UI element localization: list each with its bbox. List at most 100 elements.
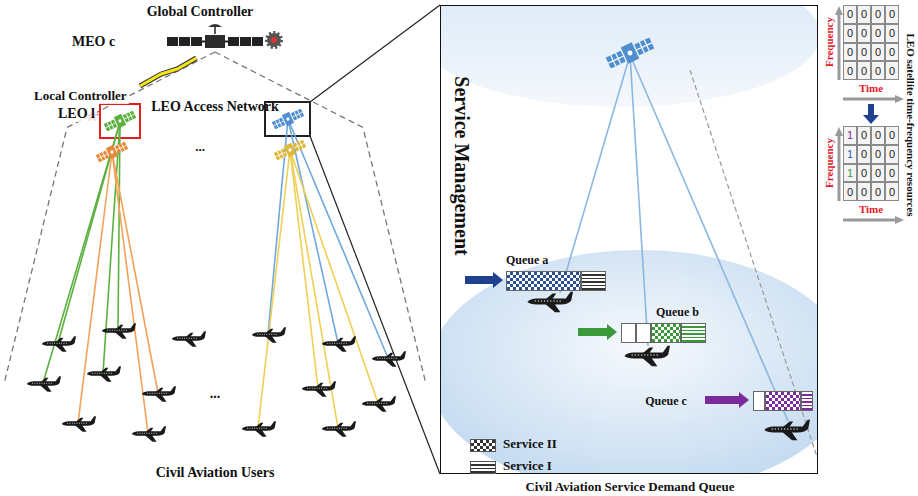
rect-shape (191, 37, 202, 46)
queue-box: Queue c (753, 391, 813, 411)
grid-cell: 0 (857, 126, 871, 145)
node-heading: Queue c (645, 394, 687, 409)
coverage-lines (4, 52, 426, 384)
meo-satellite (167, 24, 281, 48)
queue-arrow (705, 392, 749, 408)
zoom-lines (310, 5, 440, 474)
use-shape (95, 140, 129, 164)
grid-value: 0 (861, 27, 867, 39)
use-shape (322, 336, 356, 351)
grid-cell: 0 (843, 182, 857, 201)
line-shape (225, 41, 228, 43)
transition-arrow (863, 104, 879, 124)
queue-box: Queue b (621, 323, 706, 343)
grid-value: 0 (889, 186, 895, 198)
use-shape (103, 109, 137, 133)
use-shape (42, 336, 76, 351)
line-shape (690, 70, 817, 460)
grid-value: 0 (889, 129, 895, 141)
axis-label: Time (859, 203, 883, 215)
grid-value: 0 (889, 46, 895, 58)
use-shape (252, 327, 286, 342)
grid-cell: 0 (885, 43, 899, 62)
grid-cell: 0 (857, 24, 871, 43)
grid-value: 0 (875, 167, 881, 179)
line-shape (202, 41, 205, 43)
grid-cell: 0 (857, 61, 871, 80)
node-text: Civil Aviation Users (156, 465, 275, 481)
line-shape (290, 150, 338, 428)
ellipse-shape (66, 94, 364, 162)
rect-shape (240, 37, 251, 46)
grid-value: 0 (875, 27, 881, 39)
line-shape (630, 55, 648, 346)
node-heading: Queue a (506, 253, 548, 268)
grid-value: 1 (847, 129, 853, 141)
legend-text: Service II (503, 436, 557, 452)
circle-shape (271, 37, 277, 43)
legend-swatch (470, 439, 496, 452)
grid-value: 0 (861, 46, 867, 58)
queue-cell (651, 323, 681, 343)
grid-value: 0 (875, 129, 881, 141)
polygon-shape (895, 216, 904, 224)
grid-value: 0 (875, 186, 881, 198)
rect-shape (868, 104, 874, 116)
grid-cell: 0 (857, 182, 871, 201)
grid-cell: 0 (885, 126, 899, 145)
line-shape (112, 152, 158, 393)
use-shape (362, 396, 396, 411)
grid-value: 0 (889, 148, 895, 160)
grid-cell: 0 (871, 5, 885, 24)
grid-cell: 0 (871, 164, 885, 183)
grid-cell: 0 (857, 43, 871, 62)
grid-value: 0 (875, 148, 881, 160)
grid-cell: 0 (857, 145, 871, 164)
grid-value: 0 (847, 46, 853, 58)
grid-value: 0 (875, 46, 881, 58)
line-shape (290, 150, 318, 388)
grid-cell: 0 (871, 182, 885, 201)
grid-value: 0 (861, 167, 867, 179)
use-shape (322, 421, 356, 436)
line-shape (112, 152, 148, 433)
axis-label: Time (859, 82, 883, 94)
legend-swatch (470, 461, 496, 474)
grid-cell: 0 (857, 164, 871, 183)
use-shape (604, 35, 655, 72)
use-shape (372, 351, 406, 366)
queue-cell (636, 323, 651, 343)
queue-cell (681, 323, 706, 343)
use-shape (132, 426, 166, 441)
grid-cell: 0 (871, 61, 885, 80)
use-shape (273, 138, 307, 162)
grid-value: 0 (847, 65, 853, 77)
line-shape (310, 5, 440, 102)
grid-cell: 0 (871, 126, 885, 145)
use-shape (764, 420, 810, 440)
grid-cell: 0 (843, 24, 857, 43)
grid-value: 0 (847, 8, 853, 20)
node-heading: LEO Access Network (151, 99, 279, 115)
service-panel: Service ManagementCivil Aviation Service… (440, 5, 818, 474)
rect-shape (167, 37, 178, 46)
rect-shape (252, 37, 263, 46)
rect-shape (205, 35, 225, 48)
queue-cell (621, 323, 636, 343)
grid-cell: 0 (885, 182, 899, 201)
grid-value: 0 (889, 8, 895, 20)
grid-cell: 0 (857, 5, 871, 24)
grid-value: 0 (889, 65, 895, 77)
grid-cell: 0 (843, 5, 857, 24)
node-text: LEO l (56, 106, 97, 122)
node-text: Civil Aviation Service Demand Queue (525, 479, 734, 495)
grid-value: 1 (847, 148, 853, 160)
node-heading: Queue b (656, 305, 699, 320)
grid-value: 0 (889, 167, 895, 179)
use-shape (624, 346, 670, 366)
node-heading: ... (210, 386, 221, 402)
path-shape (208, 24, 222, 27)
grid-value: 0 (861, 129, 867, 141)
aircraft (27, 292, 810, 442)
node-heading: Local Controller (32, 88, 129, 104)
